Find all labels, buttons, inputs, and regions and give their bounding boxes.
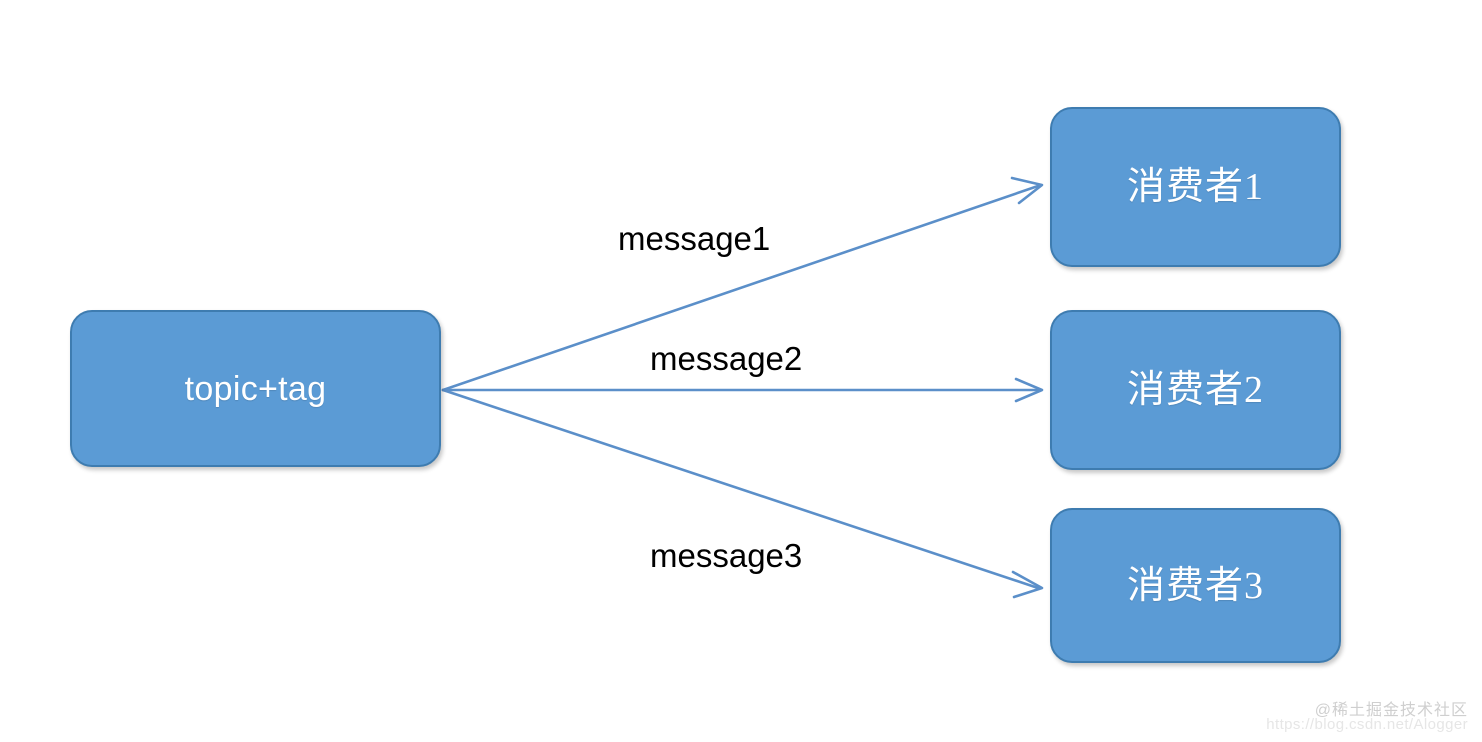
node-topic-tag-label: topic+tag bbox=[184, 369, 327, 408]
edge-label-message2: message2 bbox=[650, 340, 803, 377]
edge-message1 bbox=[441, 176, 1044, 392]
node-consumer-1[interactable]: 消费者1 bbox=[1050, 107, 1341, 267]
arrowhead-icon bbox=[1014, 377, 1044, 403]
node-consumer-1-label: 消费者1 bbox=[1126, 166, 1264, 208]
edge-label-message1: message1 bbox=[618, 220, 771, 257]
node-consumer-3-label: 消费者3 bbox=[1126, 564, 1264, 607]
node-topic-tag[interactable]: topic+tag bbox=[70, 310, 441, 467]
edge-label-message3: message3 bbox=[650, 537, 803, 574]
edge-message2 bbox=[441, 377, 1044, 403]
node-consumer-3[interactable]: 消费者3 bbox=[1050, 508, 1341, 663]
arrowhead-icon bbox=[1011, 570, 1044, 599]
node-consumer-2[interactable]: 消费者2 bbox=[1050, 310, 1341, 470]
edge-message3 bbox=[441, 388, 1044, 599]
arrowhead-icon bbox=[1010, 176, 1044, 205]
node-consumer-2-label: 消费者2 bbox=[1126, 369, 1264, 411]
